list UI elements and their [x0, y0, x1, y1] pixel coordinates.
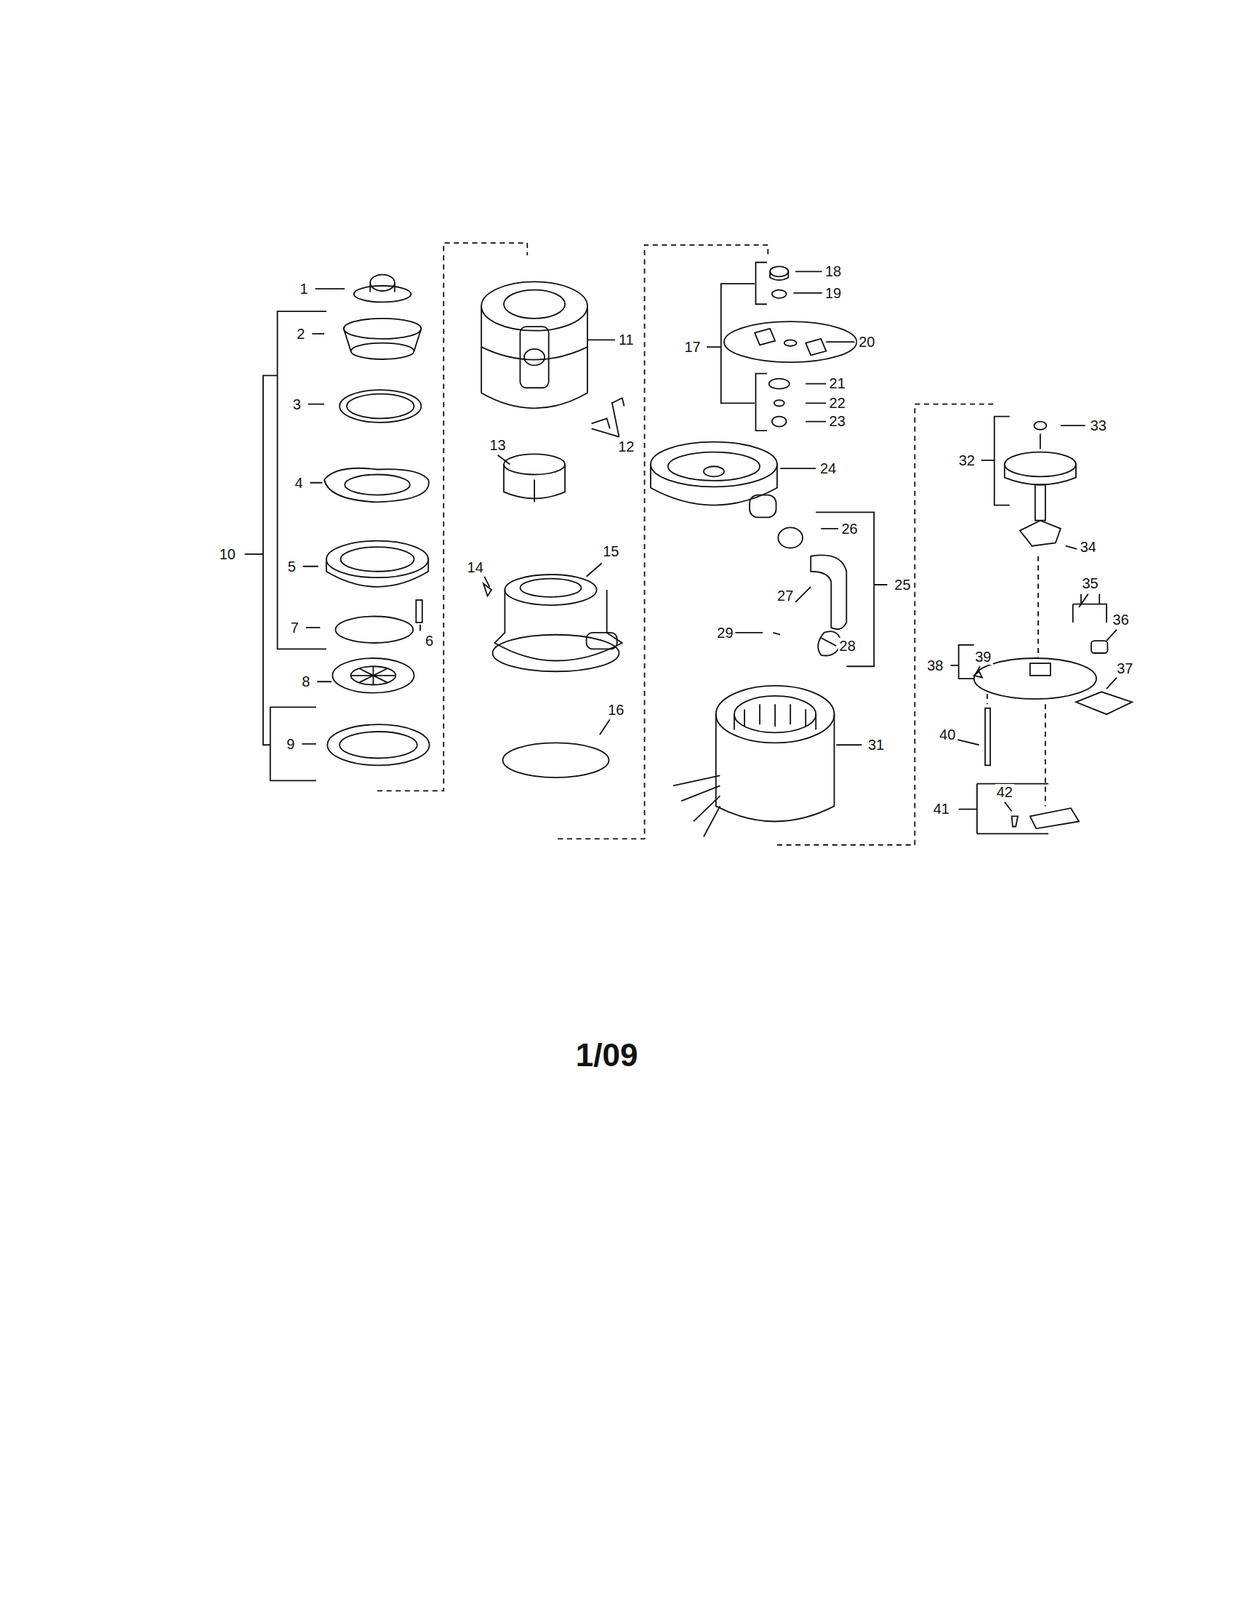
- callout-number: 8: [300, 673, 312, 690]
- callout-number: 10: [218, 545, 238, 562]
- callout-number: 3: [291, 396, 303, 413]
- callout-number: 4: [292, 474, 304, 491]
- callout-number: 27: [775, 587, 795, 604]
- callout-number: 25: [892, 576, 912, 593]
- callout-number: 13: [487, 436, 507, 453]
- callout-number: 37: [1115, 660, 1135, 677]
- group-brackets: [245, 262, 1049, 834]
- parts-right-center: [650, 266, 857, 837]
- callout-number: 20: [857, 333, 877, 350]
- callout-number: 14: [466, 559, 485, 576]
- callout-number: 11: [617, 331, 636, 348]
- callout-number: 34: [1078, 538, 1098, 555]
- callout-number: 42: [995, 783, 1015, 800]
- parts-right: [974, 421, 1132, 829]
- callout-number: 12: [616, 438, 636, 455]
- callout-number: 35: [1080, 575, 1100, 592]
- callout-number: 33: [1089, 417, 1108, 434]
- date-code: 1/09: [574, 1038, 640, 1072]
- callout-number: 24: [818, 460, 838, 477]
- callout-number: 36: [1111, 611, 1131, 628]
- callout-number: 40: [937, 726, 957, 743]
- callout-number: 1: [298, 280, 309, 297]
- callout-number: 5: [286, 558, 298, 575]
- callout-number: 21: [828, 375, 847, 392]
- callout-number: 29: [715, 624, 735, 641]
- callout-number: 15: [601, 543, 621, 560]
- callout-number: 17: [682, 338, 702, 355]
- callout-number: 41: [932, 800, 951, 817]
- callout-number: 23: [828, 412, 847, 429]
- callout-number: 16: [606, 701, 626, 718]
- callout-number: 39: [973, 648, 993, 665]
- parts-center: [481, 281, 624, 778]
- callout-number: 38: [925, 657, 945, 674]
- callout-number: 28: [838, 637, 858, 654]
- callout-number: 7: [289, 619, 301, 636]
- parts-left: [324, 274, 429, 766]
- dashed-lines: [377, 242, 1046, 845]
- callout-number: 19: [823, 284, 843, 301]
- callout-number: 18: [823, 263, 843, 280]
- callout-number: 26: [839, 520, 859, 537]
- leader-lines: [301, 271, 1117, 811]
- callout-number: 22: [828, 394, 847, 411]
- callout-number: 32: [957, 452, 977, 469]
- callout-number: 31: [866, 736, 886, 753]
- callout-number: 9: [284, 735, 296, 752]
- callout-number: 6: [423, 632, 435, 649]
- callout-number: 2: [295, 325, 307, 342]
